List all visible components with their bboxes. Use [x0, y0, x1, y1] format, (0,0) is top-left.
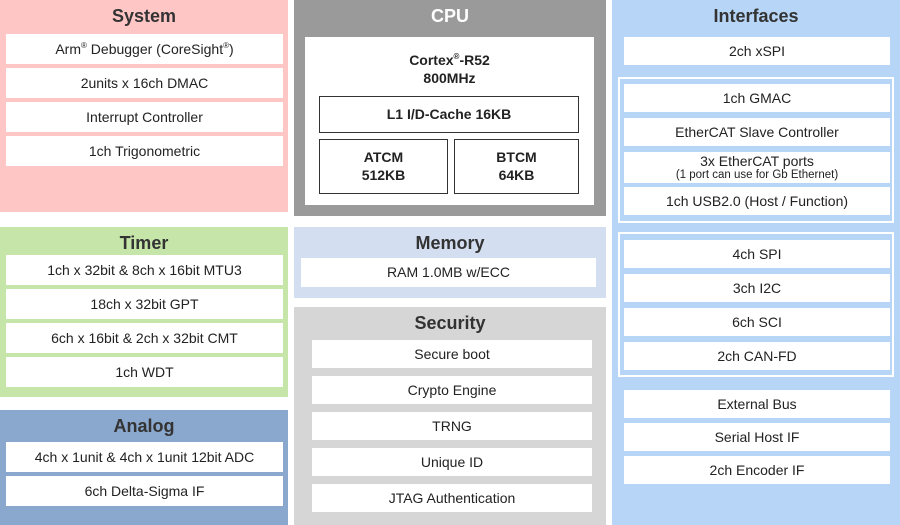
timer-panel: Timer 1ch x 32bit & 8ch x 16bit MTU3 18c… — [0, 227, 288, 397]
usb-block: 1ch USB2.0 (Host / Function) — [624, 187, 890, 215]
arm-debugger-block: Arm® Debugger (CoreSight®) — [6, 34, 283, 64]
crypto-engine-block: Crypto Engine — [312, 376, 592, 404]
interrupt-controller-block: Interrupt Controller — [6, 102, 283, 132]
unique-id-block: Unique ID — [312, 448, 592, 476]
delta-sigma-block: 6ch Delta-Sigma IF — [6, 476, 283, 506]
can-fd-block: 2ch CAN-FD — [624, 342, 890, 370]
interfaces-panel: Interfaces 2ch xSPI 1ch GMAC EtherCAT Sl… — [612, 0, 900, 525]
trng-block: TRNG — [312, 412, 592, 440]
analog-panel: Analog 4ch x 1unit & 4ch x 1unit 12bit A… — [0, 410, 288, 525]
system-title: System — [111, 6, 177, 26]
memory-title: Memory — [415, 233, 485, 253]
cpu-title: CPU — [430, 6, 469, 26]
external-bus-block: External Bus — [624, 390, 890, 418]
cpu-core-block: Cortex®-R52 800MHz L1 I/D-Cache 16KB ATC… — [305, 37, 594, 205]
secure-boot-block: Secure boot — [312, 340, 592, 368]
ram-block: RAM 1.0MB w/ECC — [301, 258, 596, 287]
mtu3-block: 1ch x 32bit & 8ch x 16bit MTU3 — [6, 255, 283, 285]
xspi-block: 2ch xSPI — [624, 37, 890, 65]
trigonometric-block: 1ch Trigonometric — [6, 136, 283, 166]
system-panel: System Arm® Debugger (CoreSight®) 2units… — [0, 0, 288, 212]
ethercat-slave-block: EtherCAT Slave Controller — [624, 118, 890, 146]
dmac-block: 2units x 16ch DMAC — [6, 68, 283, 98]
gpt-block: 18ch x 32bit GPT — [6, 289, 283, 319]
security-panel: Security Secure boot Crypto Engine TRNG … — [294, 307, 606, 525]
cpu-panel: CPU Cortex®-R52 800MHz L1 I/D-Cache 16KB… — [294, 0, 606, 216]
spi-block: 4ch SPI — [624, 240, 890, 268]
sci-block: 6ch SCI — [624, 308, 890, 336]
l1-cache-block: L1 I/D-Cache 16KB — [319, 96, 579, 133]
jtag-auth-block: JTAG Authentication — [312, 484, 592, 512]
serial-group — [618, 232, 894, 377]
cmt-block: 6ch x 16bit & 2ch x 32bit CMT — [6, 323, 283, 353]
serial-host-if-block: Serial Host IF — [624, 423, 890, 451]
cpu-core-label: Cortex®-R52 800MHz — [409, 52, 490, 87]
gmac-block: 1ch GMAC — [624, 84, 890, 112]
wdt-block: 1ch WDT — [6, 357, 283, 387]
ethernet-usb-group — [618, 77, 894, 223]
interfaces-title: Interfaces — [713, 6, 799, 26]
memory-panel: Memory RAM 1.0MB w/ECC — [294, 227, 606, 298]
ethercat-ports-block: 3x EtherCAT ports (1 port can use for Gb… — [624, 152, 890, 183]
timer-title: Timer — [119, 233, 169, 253]
adc-block: 4ch x 1unit & 4ch x 1unit 12bit ADC — [6, 442, 283, 472]
analog-title: Analog — [113, 416, 175, 436]
i2c-block: 3ch I2C — [624, 274, 890, 302]
encoder-if-block: 2ch Encoder IF — [624, 456, 890, 484]
security-title: Security — [414, 313, 486, 333]
